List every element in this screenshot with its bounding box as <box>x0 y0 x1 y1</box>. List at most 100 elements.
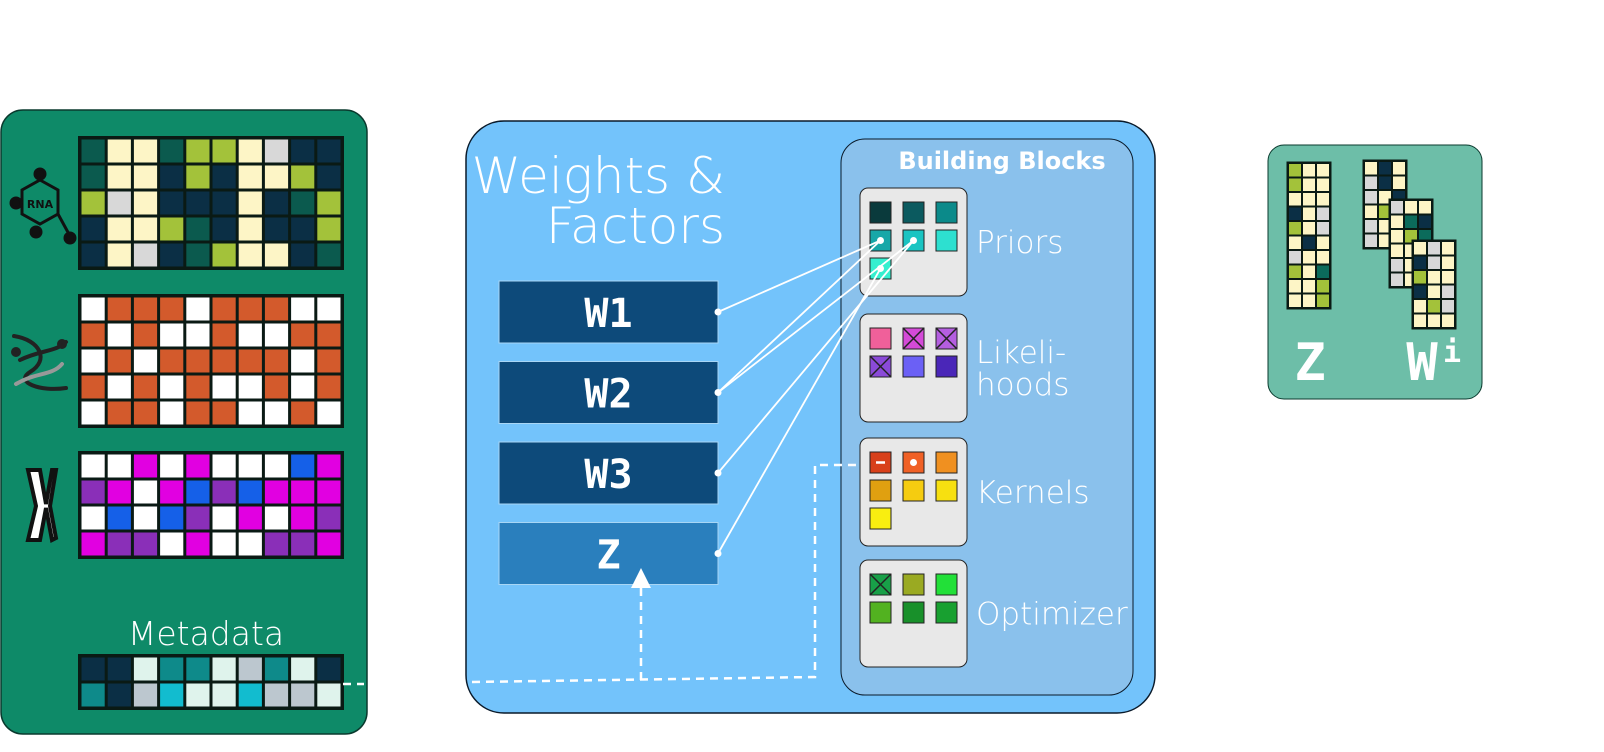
building-blocks-panel: Building Blocks PriorsLikeli-hoodsKernel… <box>840 138 1134 696</box>
output-cell <box>1303 280 1315 293</box>
swatch <box>902 479 925 502</box>
matrix-cell <box>212 323 236 347</box>
metadata-cell <box>238 683 262 707</box>
matrix-cell <box>133 506 158 530</box>
output-cell <box>1442 285 1454 298</box>
matrix-cell <box>291 297 315 321</box>
matrix-cell <box>264 375 289 399</box>
matrix-cell <box>186 217 210 241</box>
matrix-cell <box>291 532 315 556</box>
matrix-cell <box>291 217 315 241</box>
output-cell <box>1442 242 1454 255</box>
output-cell <box>1289 251 1301 264</box>
weight-z[interactable]: Z <box>498 522 722 585</box>
output-cell <box>1379 220 1391 233</box>
output-cell <box>1317 178 1329 191</box>
building-block-name: Likeli- <box>976 335 1066 371</box>
matrix-cell <box>81 375 105 399</box>
building-block-priors[interactable]: Priors <box>859 187 1063 297</box>
output-cell <box>1289 164 1301 177</box>
output-cell <box>1414 271 1426 284</box>
matrix-cell <box>186 375 210 399</box>
matrix-cell <box>107 480 131 504</box>
building-block-optimizer[interactable]: Optimizer <box>859 559 1128 668</box>
output-cell <box>1391 273 1403 286</box>
weight-w3[interactable]: W3 <box>498 441 722 505</box>
output-cell <box>1317 207 1329 220</box>
swatch <box>869 573 892 596</box>
output-cell <box>1317 193 1329 206</box>
swatch <box>869 327 892 350</box>
swatch <box>869 601 892 624</box>
matrix-cell <box>212 480 236 504</box>
z-output-label: Z <box>1294 333 1325 393</box>
matrix-cell <box>238 375 262 399</box>
matrix-cell <box>81 401 105 425</box>
matrix-cell <box>291 323 315 347</box>
swatch <box>869 507 892 530</box>
matrix-cell <box>133 323 158 347</box>
matrix-cell <box>212 506 236 530</box>
swatch <box>935 601 958 624</box>
rna-icon: RNA <box>9 167 77 245</box>
matrix-cell <box>264 532 289 556</box>
data-matrix-1 <box>78 136 344 270</box>
matrix-cell <box>238 217 262 241</box>
output-cell <box>1442 256 1454 269</box>
matrix-cell <box>160 480 184 504</box>
output-cell <box>1442 271 1454 284</box>
swatch <box>902 451 925 474</box>
dna-icon <box>11 334 68 391</box>
output-cell <box>1414 314 1426 327</box>
swatch <box>935 355 958 378</box>
matrix-cell <box>107 323 131 347</box>
weight-label: W3 <box>584 452 632 498</box>
matrix-cell <box>160 139 184 163</box>
matrix-cell <box>107 243 131 267</box>
metadata-cell <box>212 657 236 681</box>
output-cell <box>1391 259 1403 272</box>
matrix-cell <box>81 191 105 215</box>
output-cell <box>1428 242 1440 255</box>
matrix-cell <box>160 506 184 530</box>
matrix-cell <box>264 165 289 189</box>
output-cell <box>1289 178 1301 191</box>
building-blocks-title: Building Blocks <box>898 147 1105 175</box>
output-cell <box>1365 162 1377 175</box>
weight-w1[interactable]: W1 <box>498 280 722 344</box>
matrix-cell <box>238 297 262 321</box>
weight-label: Z <box>596 533 620 579</box>
metadata-cell <box>317 683 341 707</box>
swatch <box>902 601 925 624</box>
building-block-kernels[interactable]: Kernels <box>859 437 1090 547</box>
output-cell <box>1303 222 1315 235</box>
matrix-cell <box>81 532 105 556</box>
matrix-cell <box>186 480 210 504</box>
output-cell <box>1303 265 1315 278</box>
matrix-cell <box>317 191 341 215</box>
output-cell <box>1379 162 1391 175</box>
matrix-cell <box>107 454 131 478</box>
matrix-cell <box>291 349 315 373</box>
matrix-cell <box>238 243 262 267</box>
swatch <box>869 479 892 502</box>
matrix-cell <box>186 297 210 321</box>
output-cell <box>1317 222 1329 235</box>
weight-w2[interactable]: W2 <box>498 361 722 424</box>
building-block-likelihoods[interactable]: Likeli-hoods <box>859 313 1069 423</box>
metadata-cell <box>107 683 131 707</box>
matrix-cell <box>133 454 158 478</box>
output-cell <box>1379 205 1391 218</box>
data-panel: Metadata RNA <box>0 109 368 735</box>
w-output-matrix-3 <box>1411 239 1457 330</box>
matrix-cell <box>212 243 236 267</box>
matrix-cell <box>264 480 289 504</box>
matrix-cell <box>107 297 131 321</box>
matrix-cell <box>107 217 131 241</box>
matrix-cell <box>264 297 289 321</box>
matrix-cell <box>317 401 341 425</box>
swatch <box>869 451 892 474</box>
